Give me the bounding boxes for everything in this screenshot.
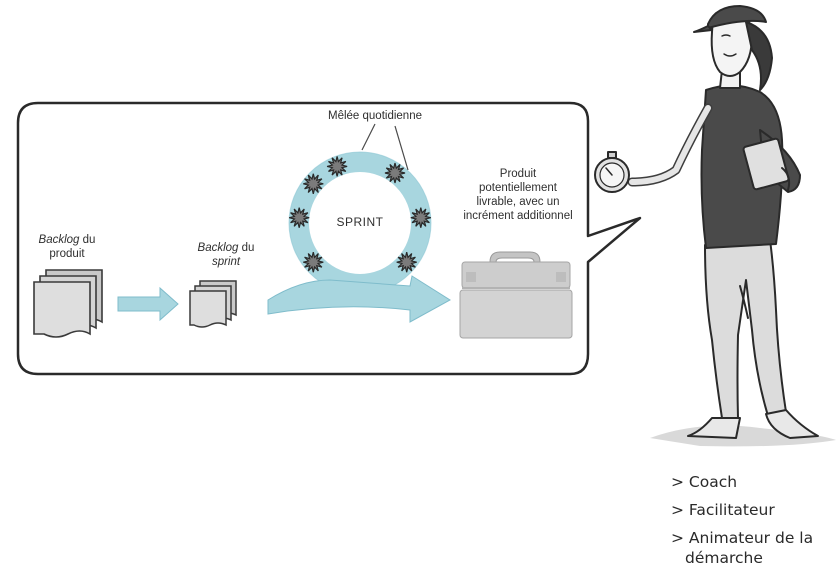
- product-backlog-line2: produit: [49, 248, 85, 260]
- output-label: Produit potentiellement livrable, avec u…: [452, 167, 584, 223]
- sprint-backlog-label: Backlog du sprint: [186, 241, 266, 269]
- sprint-backlog-italic: Backlog: [197, 242, 239, 254]
- starburst-icon: [289, 207, 310, 228]
- daily-scrum-label: Mêlée quotidienne: [315, 109, 435, 123]
- product-backlog-label: Backlog du produit: [22, 233, 112, 261]
- output-line-4: incrément additionnel: [463, 210, 573, 222]
- starburst-icon: [303, 173, 324, 194]
- product-backlog-rest: du: [79, 234, 96, 246]
- toolbox-icon: [459, 251, 573, 339]
- role-item-coach: > Coach: [671, 473, 738, 491]
- flow-arrow-to-output: [267, 275, 451, 323]
- sprint-backlog-rest: du: [238, 242, 255, 254]
- sprint-backlog-stack-icon: [189, 280, 237, 328]
- output-line-1: Produit: [499, 168, 537, 180]
- sprint-backlog-line2: sprint: [211, 256, 241, 268]
- output-line-2: potentiellement: [479, 182, 557, 194]
- starburst-icon: [303, 252, 324, 273]
- role-item-facilitateur: > Facilitateur: [671, 501, 775, 519]
- daily-scrum-label-text: Mêlée quotidienne: [328, 110, 422, 122]
- coach-roles-list: > Coach > Facilitateur > Animateur de la…: [671, 472, 813, 568]
- product-backlog-italic: Backlog: [38, 234, 80, 246]
- daily-scrum-starbursts: [289, 156, 431, 273]
- sprint-label-text: SPRINT: [336, 215, 384, 229]
- role-item-animateur-cont: démarche: [685, 549, 763, 567]
- role-item-animateur: > Animateur de la: [671, 529, 814, 547]
- sprint-label: SPRINT: [325, 215, 395, 229]
- starburst-icon: [396, 252, 417, 273]
- product-backlog-stack-icon: [33, 269, 103, 338]
- starburst-icon: [384, 162, 406, 184]
- flow-arrow-1: [117, 286, 179, 322]
- starburst-icon: [410, 207, 431, 228]
- output-line-3: livrable, avec un: [476, 196, 560, 208]
- coach-figure-illustration: [594, 5, 836, 447]
- starburst-icon: [326, 156, 348, 177]
